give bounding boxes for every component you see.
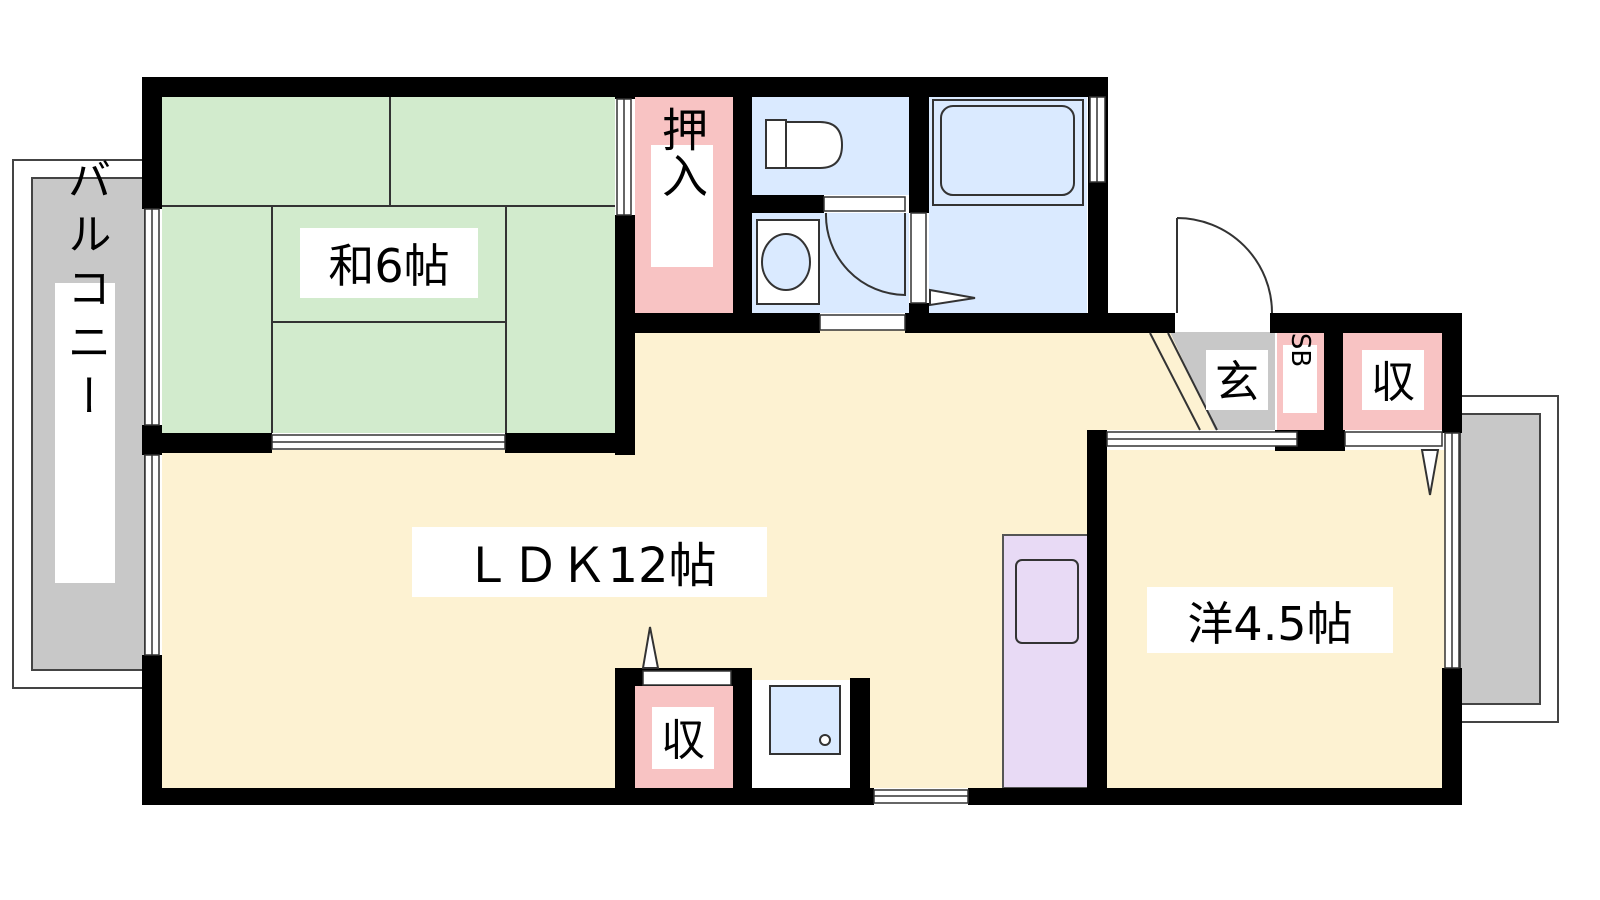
ldk-label: ＬＤＫ12帖 <box>463 538 716 594</box>
kitchen-sink <box>1015 559 1079 644</box>
balcony-right-floor <box>1459 413 1541 705</box>
balcony-left <box>12 159 146 689</box>
room-labels: 和6帖 ＬＤＫ12帖 洋4.5帖 押入 バルコニー 玄 SB 収 収 <box>55 106 1424 769</box>
oshiire-label: 押入 <box>655 106 709 198</box>
windows <box>144 96 1460 804</box>
balcony-right <box>1459 395 1559 723</box>
toilet-fixture <box>765 119 844 169</box>
kitchen-counter <box>1002 534 1090 789</box>
washing-machine-pan <box>769 685 841 755</box>
shoebox-label: SB <box>1285 333 1315 367</box>
washbasin-fixture <box>756 219 820 305</box>
western-room-label: 洋4.5帖 <box>1187 597 1352 651</box>
doors <box>641 212 1440 669</box>
entrance-label: 玄 <box>1215 357 1259 408</box>
balcony-left-label: バルコニー <box>60 157 111 427</box>
japanese-room-label: 和6帖 <box>328 239 449 293</box>
bathtub-fixture <box>932 99 1084 206</box>
storage-ldk-label: 収 <box>661 715 705 766</box>
storage-entrance-label: 収 <box>1371 357 1415 408</box>
tatami-lines <box>162 97 615 433</box>
